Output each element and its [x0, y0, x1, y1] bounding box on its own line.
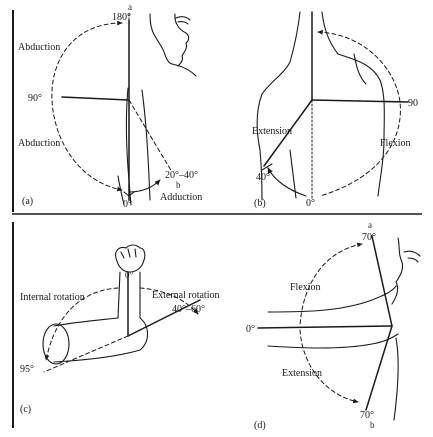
label-c-internal-rotation: Internal rotation	[20, 292, 85, 303]
panel-frames	[12, 10, 422, 428]
abduction-arc	[52, 23, 122, 190]
label-b-flexion: Flexion	[380, 138, 411, 149]
panel-b: 90 Extension Flexion 40° 0° (b)	[252, 12, 418, 209]
label-d-point-b: b	[370, 420, 375, 430]
left-frame-line-bottom	[12, 222, 14, 428]
scapula-line	[354, 54, 366, 84]
label-a-180: 180°	[112, 12, 131, 23]
label-a-90: 90°	[28, 93, 42, 104]
eye-icon	[176, 17, 190, 20]
label-d-flexion: Flexion	[290, 282, 321, 293]
internal-rotation-dashed	[44, 336, 128, 372]
label-b-extension: Extension	[252, 126, 292, 137]
label-a-abduction-lower: Abduction	[18, 138, 60, 149]
finger-lines	[121, 249, 136, 258]
body-outline-right	[322, 12, 384, 196]
caption-b: (b)	[254, 198, 266, 209]
extension-arc	[268, 168, 306, 196]
eyebrow-icon	[178, 22, 188, 24]
label-b-90: 90	[408, 98, 418, 109]
adduction-arc	[129, 180, 160, 192]
horizontal-arm-line	[62, 97, 129, 100]
extension-axis	[366, 326, 392, 410]
horizontal-axis-b	[312, 100, 408, 102]
label-a-abduction-upper: Abduction	[18, 42, 60, 53]
panel-c: 0° Internal rotation External rotation 4…	[20, 245, 219, 415]
label-d-point-a: a	[368, 220, 372, 230]
label-a-point-b: b	[176, 180, 181, 190]
arm-lower-edge	[268, 334, 398, 348]
trunk-d	[394, 338, 398, 420]
label-c-external-rotation: External rotation	[152, 290, 219, 301]
label-d-0: 0°	[246, 324, 255, 335]
left-frame-line-top	[12, 10, 14, 212]
horizontal-axis-d	[258, 326, 392, 328]
caption-c: (c)	[20, 404, 31, 415]
label-a-0: 0°	[123, 199, 132, 210]
trunk-right	[142, 90, 150, 200]
caption-d: (d)	[254, 420, 266, 431]
panel-a: 180° a Abduction 90° Abduction 0° 20°–40…	[18, 2, 202, 210]
flexion-arc	[318, 32, 400, 196]
extension-tick	[262, 164, 272, 170]
label-c-ext-range: 40°–60°	[172, 304, 205, 315]
face-profile-d	[392, 238, 403, 304]
label-c-95: 95°	[20, 364, 34, 375]
extension-arc-d	[300, 330, 358, 402]
eyebrow-icon-d	[408, 258, 418, 262]
label-b-0: 0°	[306, 198, 315, 209]
neck-outline	[150, 14, 172, 64]
label-a-adduction-range: 20°–40°	[165, 170, 198, 181]
arm-upper-edge	[268, 286, 396, 312]
label-d-70-top: 70°	[362, 232, 376, 243]
panel-d: a 70° Flexion 0° Extension 70° b (d)	[246, 220, 420, 431]
flexion-axis	[372, 236, 392, 326]
adduction-dashed-line	[129, 100, 172, 172]
caption-a: (a)	[22, 196, 33, 207]
fist-icon	[116, 245, 145, 272]
label-d-extension: Extension	[282, 368, 322, 379]
label-b-40: 40°	[256, 172, 270, 183]
label-a-adduction: Adduction	[160, 192, 202, 203]
eye-icon-d	[404, 251, 420, 256]
upper-arm	[54, 318, 148, 362]
label-c-0: 0°	[125, 270, 134, 280]
shoulder-line	[172, 64, 196, 76]
label-a-point-a: a	[128, 2, 132, 12]
